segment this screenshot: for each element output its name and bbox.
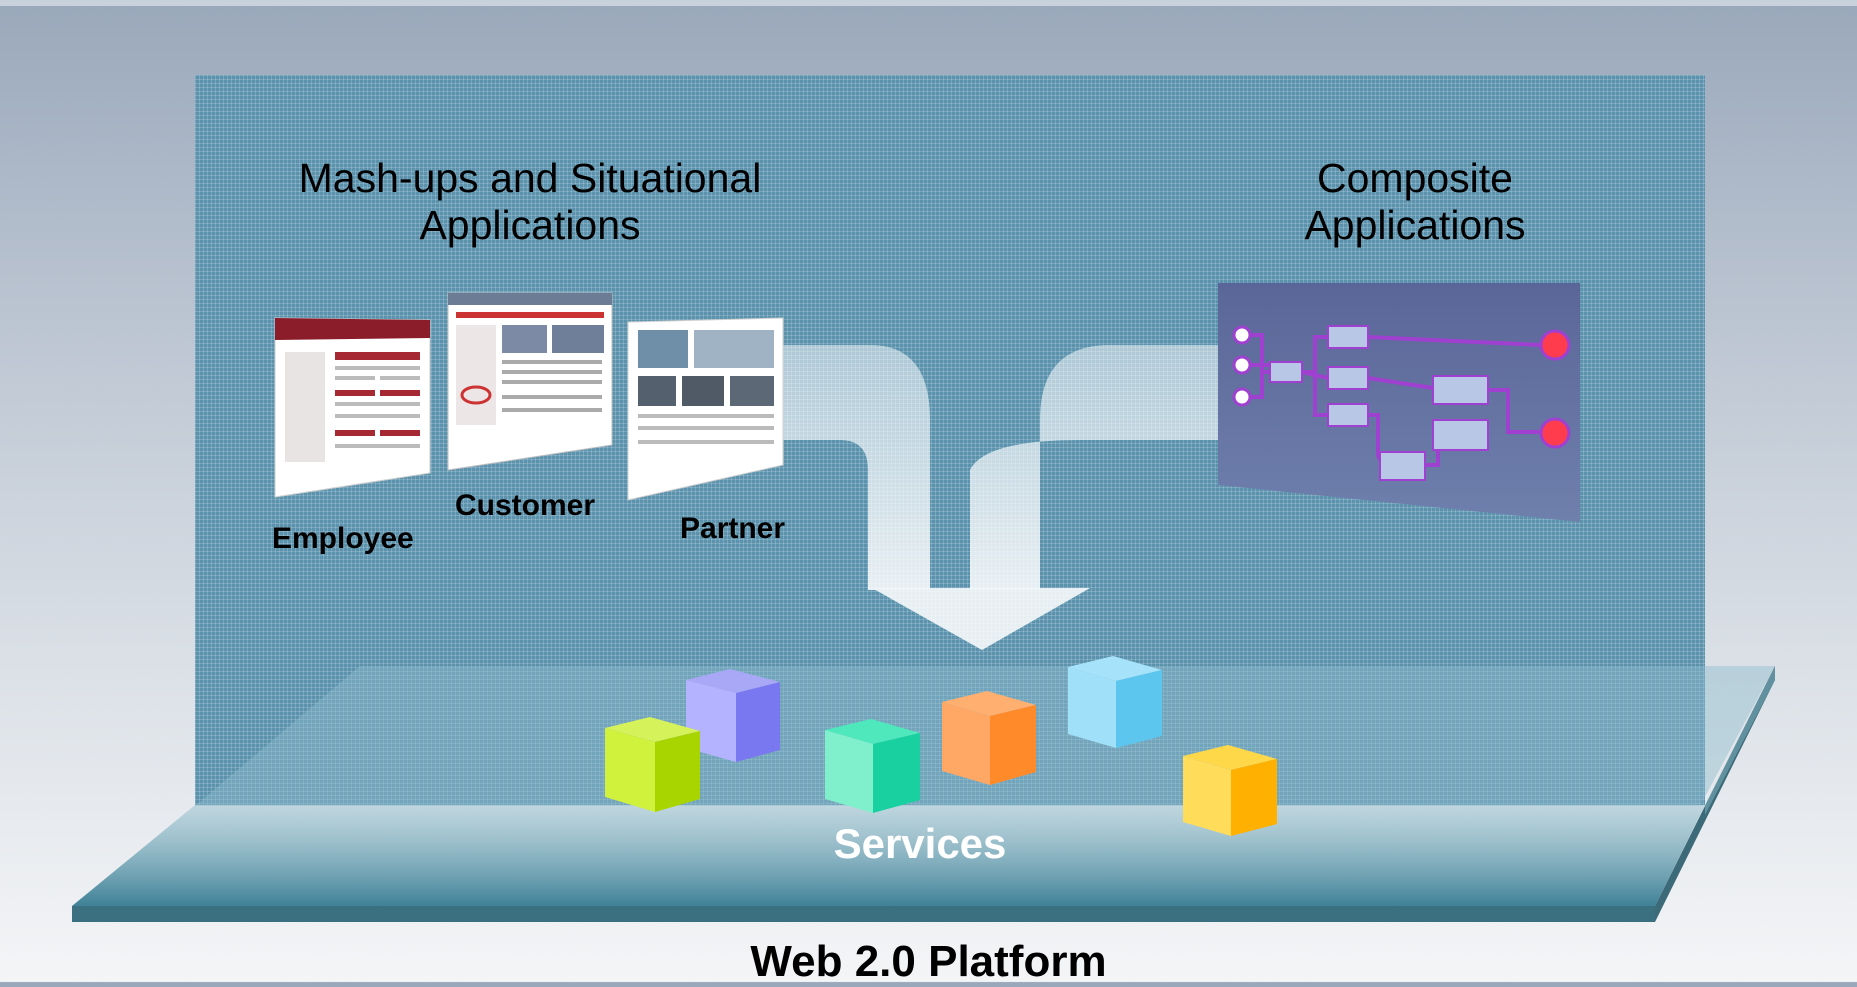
service-cube-sky — [1068, 656, 1162, 748]
service-cube-orange — [942, 691, 1036, 785]
services-label: Services — [833, 820, 1007, 867]
composite-heading: Composite Applications — [1260, 155, 1570, 249]
mashups-heading-line1: Mash-ups and Situational — [298, 155, 762, 201]
merge-arrow — [770, 345, 1220, 650]
platform-slab — [72, 666, 1775, 922]
service-cube-lime — [605, 717, 700, 812]
mashups-heading: Mash-ups and Situational Applications — [280, 155, 780, 249]
frame-top-border — [0, 0, 1857, 6]
background-grid-panel — [195, 75, 1705, 805]
service-cube-teal — [825, 719, 920, 813]
partner-label: Partner — [680, 512, 786, 545]
composite-process-diagram — [1218, 283, 1580, 522]
employee-label: Employee — [272, 522, 414, 555]
customer-screenshot-thumbnail — [447, 292, 613, 471]
service-cube-amber — [1183, 745, 1277, 836]
employee-screenshot-thumbnail — [274, 317, 431, 498]
composite-heading-line1: Composite — [1317, 155, 1513, 201]
platform-label: Web 2.0 Platform — [750, 937, 1107, 986]
customer-label: Customer — [455, 489, 596, 522]
partner-screenshot-thumbnail — [627, 317, 784, 501]
service-cube-violet — [686, 669, 780, 762]
mashups-heading-line2: Applications — [419, 202, 641, 248]
composite-heading-line2: Applications — [1304, 202, 1526, 248]
